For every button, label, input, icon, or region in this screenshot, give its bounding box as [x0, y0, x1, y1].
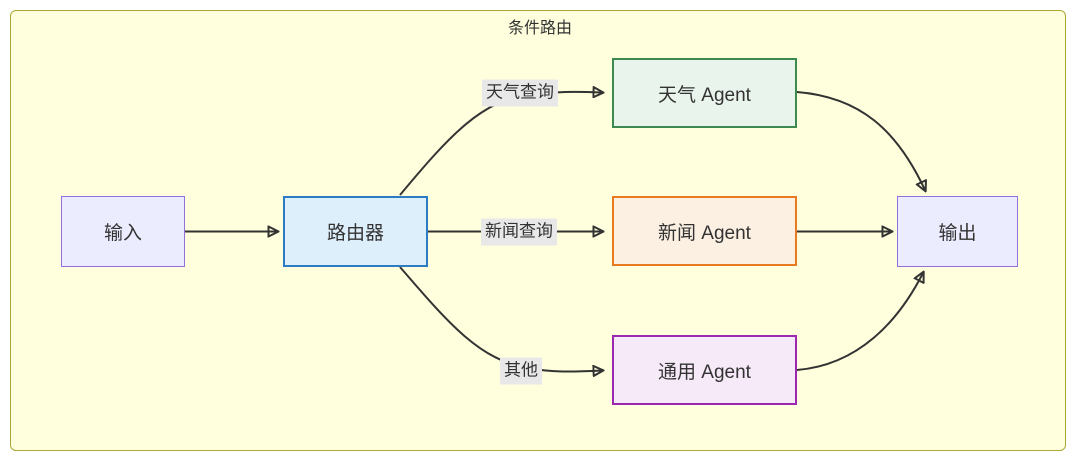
node-general-agent-label: 通用 Agent [658, 361, 751, 383]
node-news-agent: 新闻 Agent [612, 196, 797, 266]
node-output: 输出 [897, 196, 1018, 267]
node-output-label: 输出 [938, 223, 977, 244]
node-input: 输入 [61, 196, 185, 267]
diagram-title: 条件路由 [507, 20, 573, 37]
node-weather-agent: 天气 Agent [612, 58, 797, 128]
node-router: 路由器 [283, 196, 428, 267]
node-weather-agent-label: 天气 Agent [658, 84, 751, 106]
node-news-agent-label: 新闻 Agent [658, 222, 751, 244]
node-general-agent: 通用 Agent [612, 335, 797, 405]
edge-router-general [399, 266, 602, 372]
edge-general-output [796, 273, 923, 371]
edge-weather-output [796, 91, 925, 190]
edge-router-weather [399, 92, 602, 196]
node-input-label: 输入 [103, 223, 142, 244]
node-router-label: 路由器 [326, 223, 384, 244]
edge-label-other: 其他 [500, 357, 542, 385]
edge-label-news-query: 新闻查询 [481, 218, 557, 246]
edge-label-weather-query: 天气查询 [482, 79, 558, 107]
